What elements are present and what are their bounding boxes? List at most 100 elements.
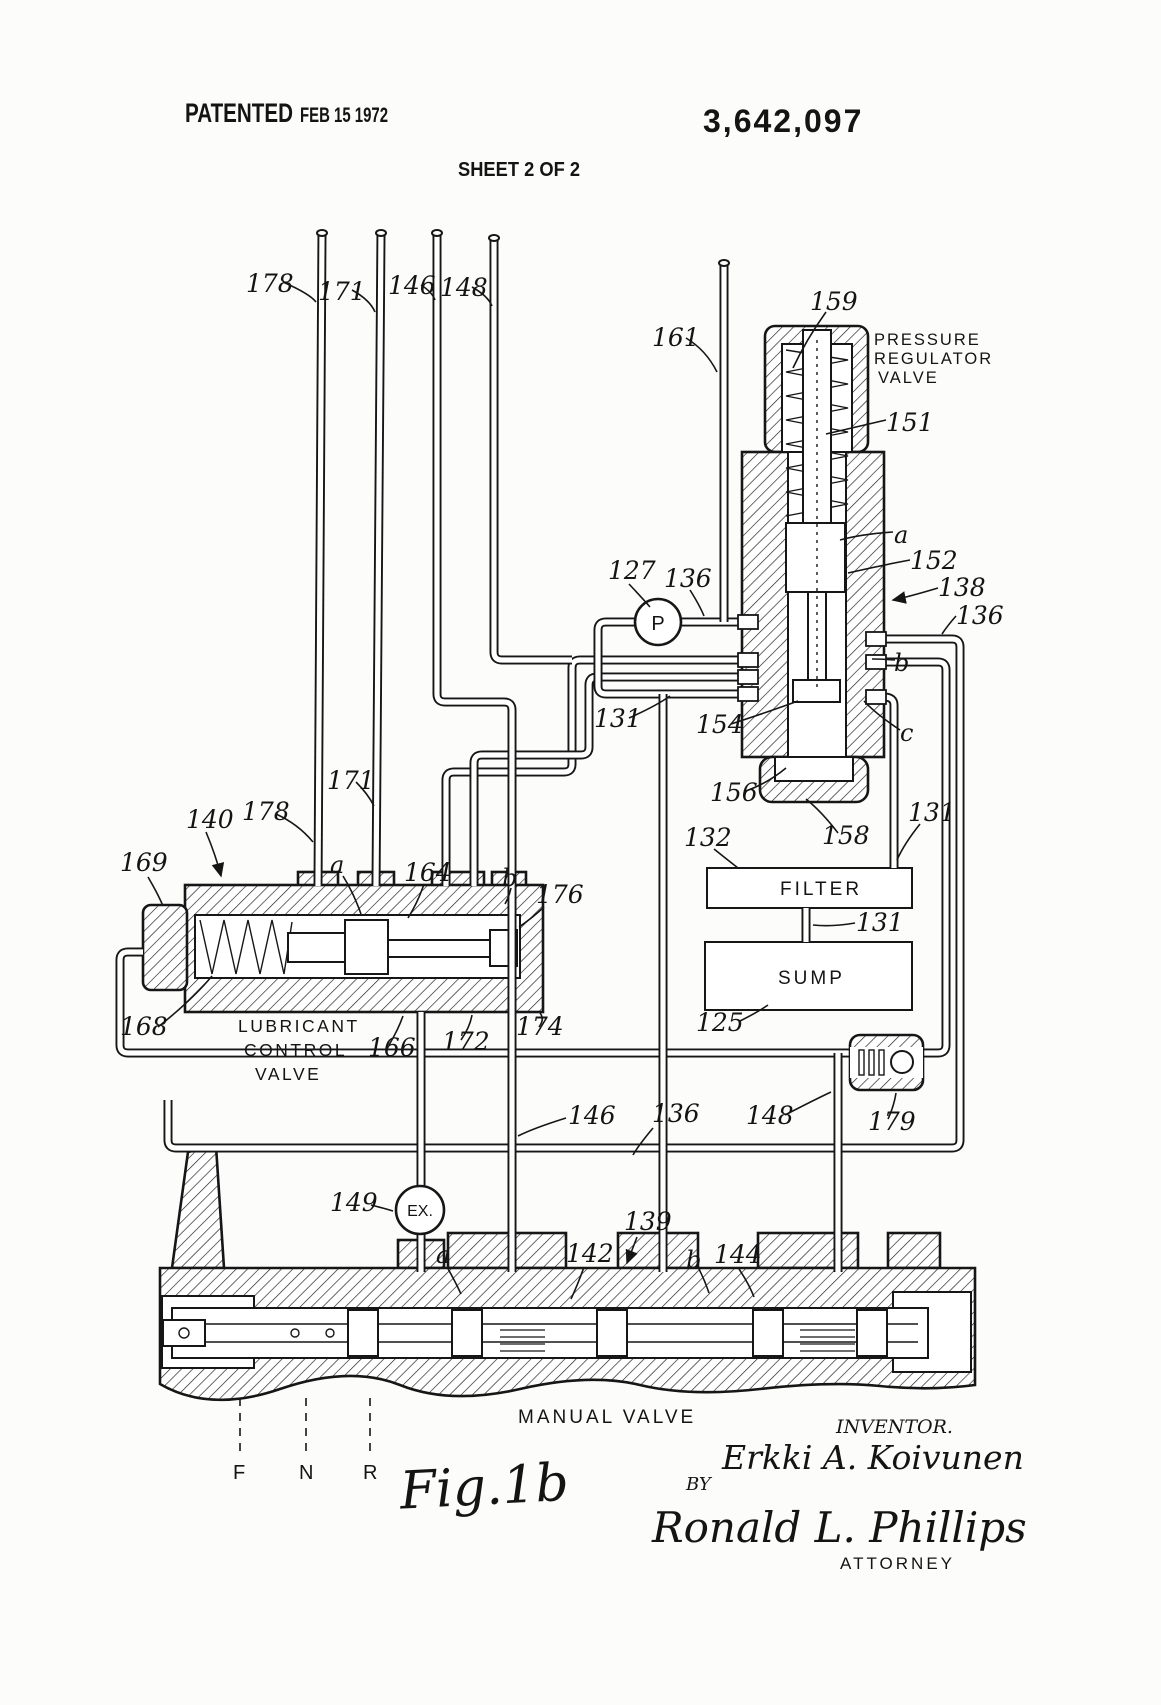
label-166: 166: [368, 1033, 416, 1062]
label-136-right: 136: [956, 601, 1004, 630]
regulator-spool: [785, 522, 846, 593]
label-158: 158: [822, 821, 870, 850]
signature-block: INVENTOR. Erkki A. Koivunen BY Ronald L.…: [651, 1416, 1027, 1573]
pipe-171: [376, 232, 381, 886]
sump-name: SUMP: [778, 968, 845, 989]
inventor-heading: INVENTOR.: [835, 1416, 953, 1438]
leader-136-right: [941, 615, 957, 635]
leader-142: [570, 1266, 585, 1300]
regulator-port-b: [865, 654, 887, 670]
attorney-heading: ATTORNEY: [840, 1554, 955, 1573]
label-146-lower: 146: [568, 1101, 616, 1130]
manual-left-wedge: [170, 1144, 226, 1270]
pipe-178: [318, 232, 322, 886]
header: PATENTED FEB 15 1972 3,642,097 SHEET 2 O…: [185, 98, 861, 181]
lubricant-thin-rod: [387, 939, 493, 958]
label-146-top: 146: [388, 271, 436, 300]
leader-161: [685, 337, 718, 373]
lubricant-spring: [199, 919, 293, 975]
lubricant-rod: [287, 932, 349, 963]
leader-166: [388, 1015, 404, 1046]
label-127: 127: [608, 556, 656, 585]
leader-178-top: [282, 281, 317, 303]
leader-144: [738, 1268, 755, 1298]
label-151: 151: [886, 408, 934, 437]
leader-136-mid: [632, 1127, 654, 1156]
leader-174: [538, 1012, 544, 1028]
leader-178-lub: [275, 813, 314, 843]
leader-154: [730, 700, 799, 725]
leader-port-a-man: [446, 1266, 462, 1295]
leader-172: [460, 1014, 473, 1041]
leader-131-loop: [628, 695, 671, 719]
pump-circle: [633, 597, 683, 647]
label-156: 156: [710, 778, 758, 807]
leader-140: [205, 831, 225, 878]
label-148-top: 148: [440, 273, 488, 302]
regulator-bottom-cavity: [774, 756, 854, 782]
leader-152: [847, 559, 911, 574]
sump-box: [704, 941, 913, 1011]
pipe-mouth-171: [375, 229, 387, 237]
leader-169: [147, 876, 164, 907]
label-169: 169: [120, 848, 168, 877]
fitting-slot-1: [858, 1049, 865, 1076]
leader-159: [792, 311, 827, 369]
regulator-port-left-3: [737, 669, 759, 685]
inventor-name: Erkki A. Koivunen: [721, 1438, 1024, 1477]
label-port-b-man: b: [686, 1246, 701, 1274]
label-port-a-lub: a: [330, 851, 344, 879]
selector-r: R: [363, 1462, 377, 1484]
label-152: 152: [910, 546, 958, 575]
leader-port-c-reg: [863, 700, 901, 731]
filter-name: FILTER: [780, 879, 862, 900]
selector-n: N: [299, 1462, 313, 1484]
leader-164: [407, 883, 425, 919]
selector-markers: F N R: [233, 1398, 377, 1484]
leader-125: [739, 1004, 769, 1022]
label-125: 125: [696, 1008, 744, 1037]
leader-179: [887, 1092, 897, 1120]
reference-labels: 178 171 146 148 161 159 151 a 152 138 13…: [120, 269, 1004, 1274]
figure-caption: Fig.1b: [397, 1453, 570, 1522]
regulator-port-c: [865, 689, 887, 705]
manual-spline-2: [800, 1329, 855, 1352]
manual-land-1: [347, 1309, 379, 1357]
regulator-name-line1: PRESSURE: [874, 331, 981, 349]
leader-lines: [147, 281, 957, 1300]
manual-rod-hole-1: [290, 1328, 300, 1338]
leader-171-lub: [355, 781, 375, 807]
label-136-pump: 136: [664, 564, 712, 593]
label-port-b-reg: b: [894, 649, 909, 677]
regulator-name-line2: REGULATOR: [874, 350, 993, 368]
leader-138: [891, 587, 939, 604]
lubricant-end-cap: [141, 903, 189, 992]
by-label: BY: [685, 1474, 713, 1495]
label-139: 139: [624, 1207, 672, 1236]
leader-port-b-lub: [504, 887, 512, 905]
leader-151: [825, 419, 887, 435]
attorney-signature: Ronald L. Phillips: [651, 1503, 1027, 1552]
manual-spline-1: [500, 1329, 545, 1352]
leader-132: [713, 848, 739, 869]
manual-land-4: [752, 1309, 784, 1357]
label-port-b-lub: b: [502, 864, 517, 892]
sheet-label: SHEET 2 OF 2: [458, 159, 580, 181]
pipe-mouth-148: [488, 234, 500, 242]
regulator-name-line3: VALVE: [878, 369, 939, 387]
regulator-port-left-4: [737, 686, 759, 702]
leader-port-b-man: [698, 1268, 710, 1294]
label-154: 154: [696, 710, 744, 739]
label-131-loop: 131: [594, 704, 642, 733]
label-159: 159: [810, 287, 858, 316]
leader-146-top: [420, 284, 436, 301]
manual-boss-3: [756, 1231, 860, 1270]
label-161: 161: [652, 323, 700, 352]
label-168: 168: [120, 1012, 168, 1041]
component-names: PRESSURE REGULATOR VALVE FILTER SUMP LUB…: [238, 331, 993, 1428]
lubricant-control-valve: [141, 870, 545, 1014]
lubricant-name-line1: LUBRICANT: [238, 1016, 360, 1036]
label-174: 174: [516, 1012, 564, 1041]
label-178-top: 178: [246, 269, 294, 298]
